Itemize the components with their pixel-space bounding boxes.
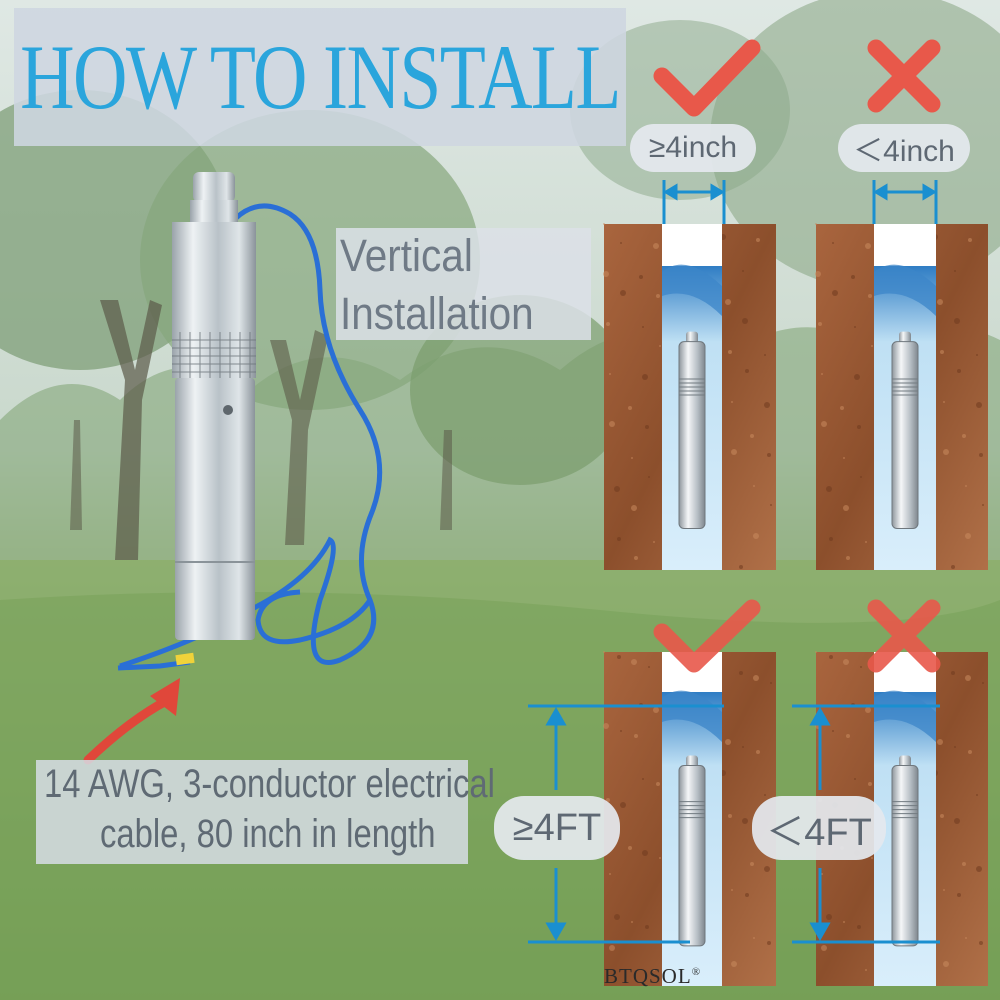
well-correct-width: [603, 223, 776, 570]
brand-name: BTQSOL: [604, 964, 692, 988]
cross-mark-icon: [867, 599, 941, 673]
width-arrow-icon: [872, 180, 938, 224]
well-width-correct-label: ≥4inch: [630, 124, 756, 172]
depth-correct-label: ≥4FT: [494, 796, 620, 860]
vertical-installation-line2: Installation: [340, 288, 534, 339]
cable-spec-banner: [36, 760, 468, 864]
vertical-installation-line1: Vertical: [340, 230, 473, 281]
mini-pump: [891, 331, 919, 529]
cable-spec-line2: cable, 80 inch in length: [100, 812, 436, 856]
depth-arrow-icon: [792, 704, 940, 944]
title-banner: [14, 8, 626, 146]
mini-pump: [678, 755, 706, 947]
red-arrow-icon: [83, 678, 180, 765]
check-mark-icon: [653, 39, 761, 117]
mini-pump: [678, 331, 706, 529]
well-wrong-width: [815, 223, 988, 570]
well-correct-depth: [603, 651, 776, 986]
vertical-installation-banner: [336, 228, 591, 340]
cable-spec-line1: 14 AWG, 3-conductor electrical: [44, 762, 495, 806]
depth-wrong-label: ＜4FT: [752, 796, 886, 860]
well-width-wrong-label: ＜4inch: [838, 124, 970, 172]
width-arrow-icon: [662, 180, 726, 224]
depth-arrow-icon: [528, 704, 724, 944]
mini-pump: [891, 755, 919, 947]
cross-mark-icon: [867, 39, 941, 113]
submersible-pump: [117, 172, 383, 671]
check-mark-icon: [653, 599, 761, 673]
page-title: HOW TO INSTALL: [20, 26, 621, 128]
registered-mark: ®: [691, 966, 702, 978]
brand-logo: BTQSOL®: [604, 964, 701, 989]
well-diagrams: [603, 223, 988, 986]
